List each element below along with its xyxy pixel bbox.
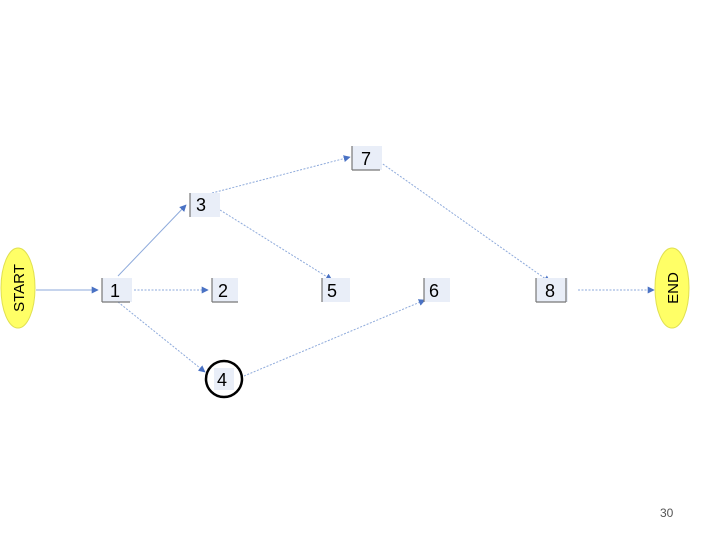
edge-7-8: [379, 161, 551, 283]
node-8-label: 8: [545, 281, 555, 301]
page-number: 30: [660, 506, 674, 520]
node-7-label: 7: [361, 149, 371, 169]
end-label: END: [665, 272, 682, 304]
edge-3-5: [219, 209, 333, 281]
node-2-label: 2: [218, 281, 228, 301]
node-3-label: 3: [196, 195, 206, 215]
edge-4-6: [243, 299, 426, 377]
start-node[interactable]: START: [0, 247, 36, 329]
node-6[interactable]: 6: [423, 278, 450, 302]
node-5-label: 5: [327, 281, 337, 301]
node-4[interactable]: 4: [204, 359, 244, 399]
start-label: START: [11, 264, 28, 312]
node-1[interactable]: 1: [101, 278, 132, 303]
node-3[interactable]: 3: [189, 193, 220, 217]
node-4-label: 4: [217, 370, 227, 390]
edges: [36, 155, 655, 377]
node-1-label: 1: [110, 281, 120, 301]
edge-3-7: [211, 155, 351, 194]
edge-1-3: [117, 204, 187, 277]
end-node[interactable]: END: [654, 247, 690, 329]
node-6-label: 6: [429, 281, 439, 301]
node-2[interactable]: 2: [211, 278, 238, 303]
node-5[interactable]: 5: [321, 278, 350, 302]
edge-1-4: [117, 301, 206, 373]
node-8[interactable]: 8: [535, 278, 568, 303]
node-7[interactable]: 7: [351, 146, 382, 171]
